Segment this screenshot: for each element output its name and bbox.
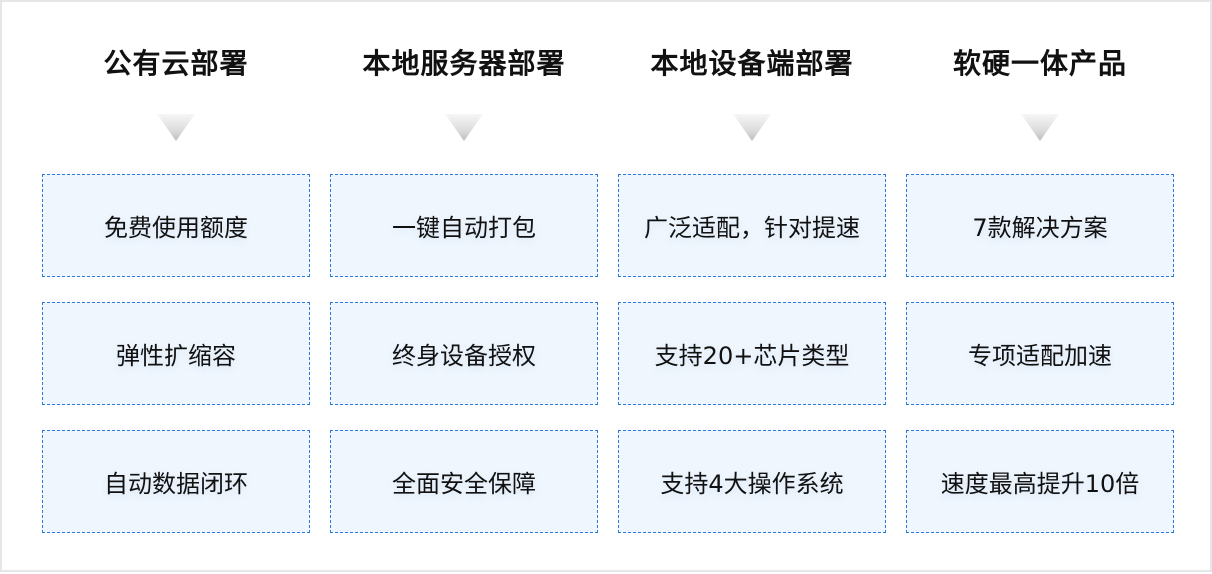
column-hardware-software: 软硬一体产品 7款解决方案 专项适配加速 速度最高提升10倍 <box>906 2 1174 574</box>
column-title: 本地服务器部署 <box>362 47 566 80</box>
feature-label: 速度最高提升10倍 <box>940 470 1140 498</box>
feature-label: 终身设备授权 <box>392 342 536 370</box>
feature-label: 广泛适配，针对提速 <box>644 214 860 242</box>
column-title: 软硬一体产品 <box>952 47 1127 80</box>
column-public-cloud: 公有云部署 免费使用额度 弹性扩缩容 自动数据闭环 <box>42 2 310 574</box>
feature-box: 一键自动打包 <box>330 174 598 277</box>
feature-box: 广泛适配，针对提速 <box>618 174 886 277</box>
feature-box: 免费使用额度 <box>42 174 310 277</box>
feature-label: 专项适配加速 <box>968 342 1112 370</box>
feature-label: 自动数据闭环 <box>104 470 248 498</box>
feature-label: 支持4大操作系统 <box>660 470 844 498</box>
feature-label: 弹性扩缩容 <box>116 342 236 370</box>
down-triangle-icon <box>1021 114 1059 141</box>
down-triangle-icon <box>157 114 195 141</box>
feature-box: 自动数据闭环 <box>42 430 310 533</box>
column-title: 本地设备端部署 <box>650 47 854 80</box>
down-triangle-icon <box>445 114 483 141</box>
column-local-device: 本地设备端部署 广泛适配，针对提速 支持20+芯片类型 支持4大操作系统 <box>618 2 886 574</box>
feature-box: 专项适配加速 <box>906 302 1174 405</box>
feature-label: 一键自动打包 <box>392 214 536 242</box>
feature-label: 7款解决方案 <box>972 214 1108 242</box>
feature-box: 全面安全保障 <box>330 430 598 533</box>
feature-label: 免费使用额度 <box>104 214 248 242</box>
feature-box: 终身设备授权 <box>330 302 598 405</box>
feature-box: 支持4大操作系统 <box>618 430 886 533</box>
down-triangle-icon <box>733 114 771 141</box>
feature-box: 支持20+芯片类型 <box>618 302 886 405</box>
feature-label: 支持20+芯片类型 <box>654 342 850 370</box>
feature-box: 弹性扩缩容 <box>42 302 310 405</box>
column-title: 公有云部署 <box>103 47 249 80</box>
feature-box: 速度最高提升10倍 <box>906 430 1174 533</box>
feature-label: 全面安全保障 <box>392 470 536 498</box>
column-local-server: 本地服务器部署 一键自动打包 终身设备授权 全面安全保障 <box>330 2 598 574</box>
feature-box: 7款解决方案 <box>906 174 1174 277</box>
